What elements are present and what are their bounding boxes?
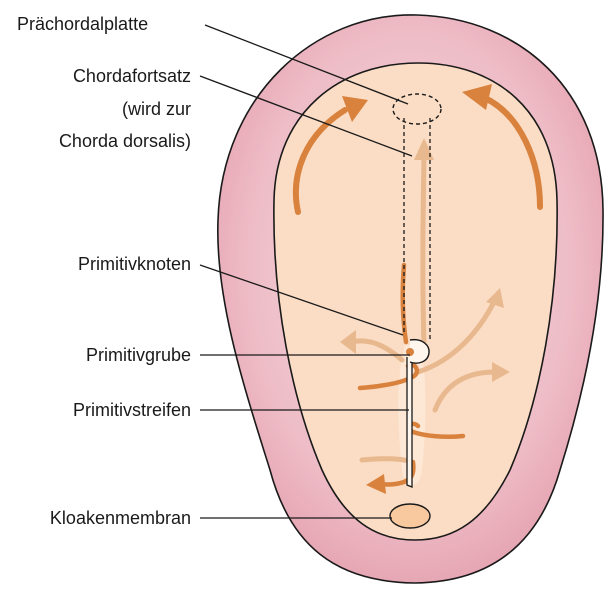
label-primitivknoten: Primitivknoten [15, 253, 191, 275]
kloakenmembran-shape [390, 504, 430, 528]
primitivstreifen-shape [407, 357, 412, 487]
label-chordafortsatz-line3: Chorda dorsalis) [15, 130, 191, 152]
label-kloakenmembran: Kloakenmembran [2, 507, 191, 529]
label-chordafortsatz-line1: Chordafortsatz [15, 65, 191, 87]
label-primitivgrube: Primitivgrube [15, 344, 191, 366]
label-chordafortsatz-line2: (wird zur [15, 98, 191, 120]
label-praechordalplatte: Prächordalplatte [17, 13, 148, 35]
label-primitivstreifen: Primitivstreifen [15, 399, 191, 421]
light-arrow-up [423, 158, 424, 345]
